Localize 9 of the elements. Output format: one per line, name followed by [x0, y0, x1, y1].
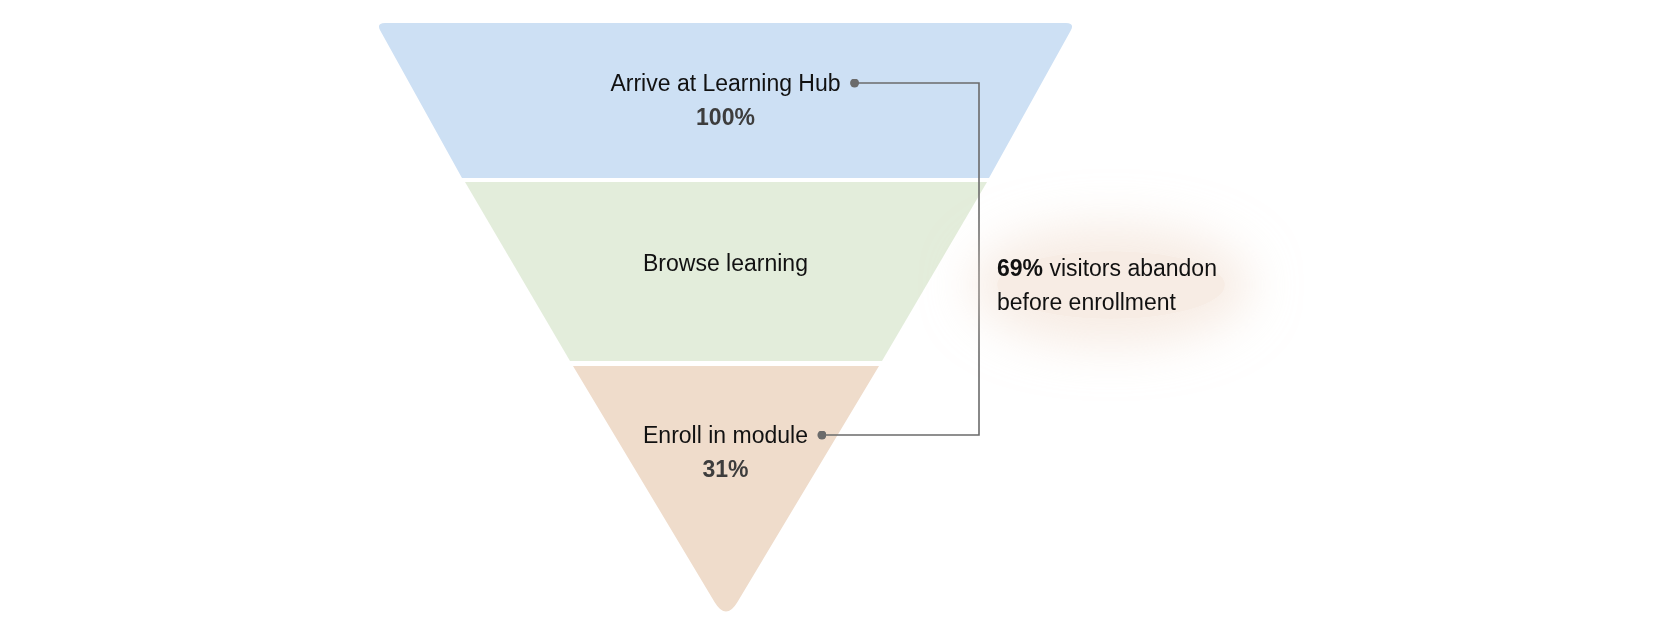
- stage-label: Enroll in module: [643, 421, 808, 450]
- funnel-stage: [376, 23, 1075, 178]
- funnel-stage: [464, 182, 987, 361]
- stage-label: Browse learning: [643, 249, 808, 278]
- edge-label: 69% visitors abandon before enrollment: [997, 251, 1225, 319]
- percentage-value: 31%: [702, 455, 749, 484]
- stage-label: Arrive at Learning Hub: [610, 69, 841, 98]
- bracket-connector: [817, 78, 980, 440]
- percentage-value: 100%: [696, 103, 755, 132]
